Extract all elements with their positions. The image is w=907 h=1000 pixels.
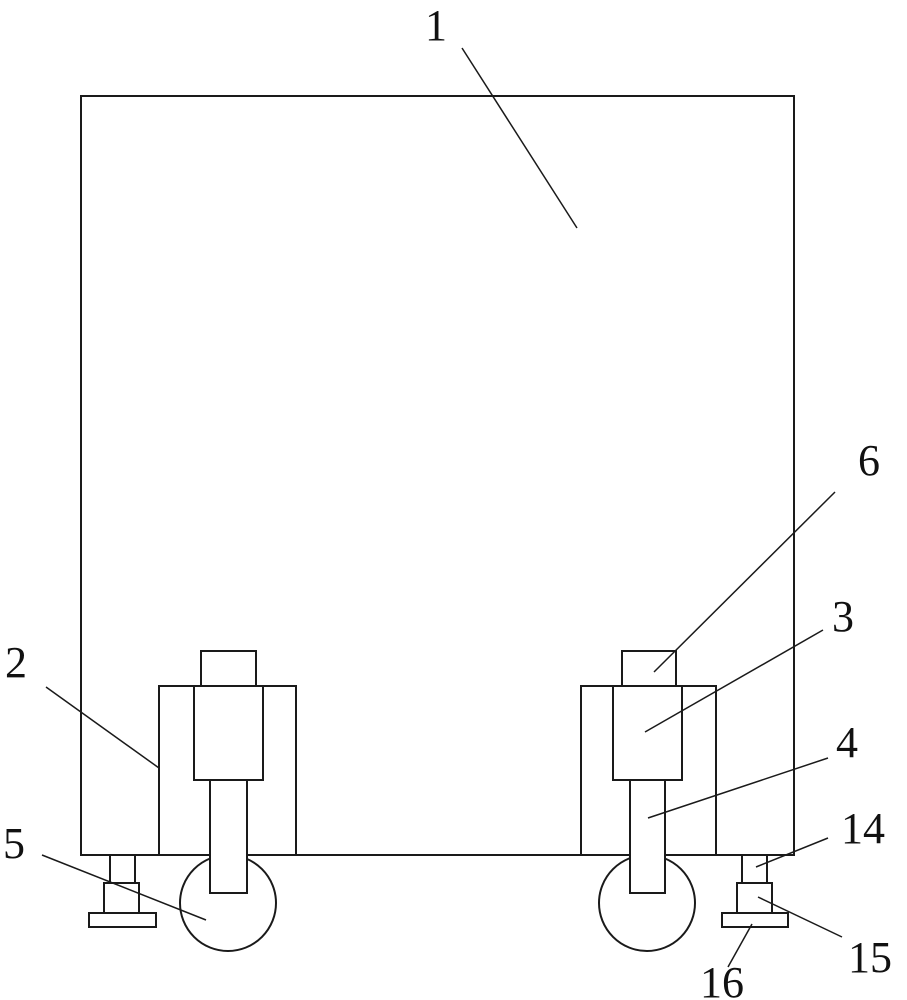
callout-6: 6 xyxy=(858,436,880,485)
leader-14 xyxy=(755,837,829,868)
callout-5: 5 xyxy=(3,819,25,868)
callout-4: 4 xyxy=(836,718,858,767)
left-cylinder xyxy=(193,685,264,781)
right-foot-block xyxy=(736,882,773,914)
leader-3 xyxy=(644,629,824,733)
leader-6 xyxy=(653,491,836,673)
callout-1: 1 xyxy=(425,1,447,50)
callout-2: 2 xyxy=(5,638,27,687)
leader-4 xyxy=(647,757,829,819)
right-foot-post xyxy=(741,854,768,884)
right-foot-pad xyxy=(721,912,789,928)
callout-16: 16 xyxy=(700,958,744,1000)
left-foot-block xyxy=(103,882,140,914)
left-foot-pad xyxy=(88,912,157,928)
leader-16 xyxy=(727,923,753,968)
left-foot-post xyxy=(109,854,136,884)
left-cap xyxy=(200,650,257,687)
right-cylinder xyxy=(612,685,683,781)
callout-3: 3 xyxy=(832,592,854,641)
right-rod xyxy=(629,779,666,894)
callout-14: 14 xyxy=(841,804,885,853)
leader-1 xyxy=(461,47,578,229)
callout-15: 15 xyxy=(848,933,892,982)
leader-5 xyxy=(41,854,207,921)
right-cap xyxy=(621,650,677,687)
left-rod xyxy=(209,779,248,894)
leader-2 xyxy=(45,686,160,769)
leader-15 xyxy=(757,896,843,938)
